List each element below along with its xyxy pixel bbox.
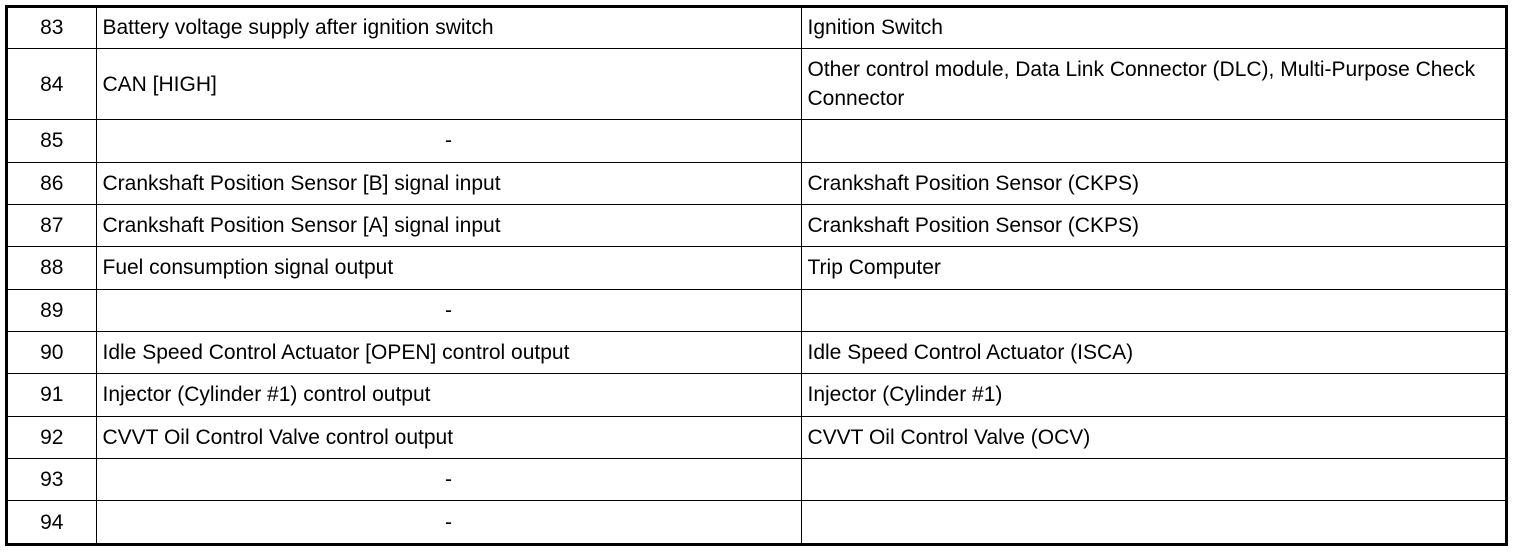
description-cell: Crankshaft Position Sensor [A] signal in… [95, 203, 802, 248]
description-cell: Idle Speed Control Actuator [OPEN] contr… [95, 330, 802, 375]
pin-number-cell: 85 [8, 119, 97, 163]
connection-cell: Ignition Switch [800, 8, 1505, 49]
description-cell: CVVT Oil Control Valve control output [95, 415, 802, 459]
description-cell: - [95, 500, 802, 543]
connection-cell [800, 119, 1505, 163]
pin-number-cell: 88 [8, 246, 97, 290]
pin-number-cell: 91 [8, 373, 97, 417]
table-row: 89 - [8, 288, 1505, 332]
table-row: 88 Fuel consumption signal output Trip C… [8, 246, 1505, 290]
connection-cell: Idle Speed Control Actuator (ISCA) [800, 330, 1505, 375]
description-cell: - [95, 288, 802, 332]
description-cell: CAN [HIGH] [95, 47, 802, 121]
description-cell: Crankshaft Position Sensor [B] signal in… [95, 161, 802, 205]
table-row: 87 Crankshaft Position Sensor [A] signal… [8, 203, 1505, 248]
pin-table: 83 Battery voltage supply after ignition… [8, 8, 1505, 543]
connection-cell: Trip Computer [800, 246, 1505, 290]
pin-number-cell: 86 [8, 161, 97, 205]
pin-number-cell: 92 [8, 415, 97, 459]
table-row: 91 Injector (Cylinder #1) control output… [8, 373, 1505, 417]
description-cell: Injector (Cylinder #1) control output [95, 373, 802, 417]
connection-cell [800, 288, 1505, 332]
table-row: 84 CAN [HIGH] Other control module, Data… [8, 47, 1505, 121]
pin-number-cell: 87 [8, 203, 97, 248]
table-row: 92 CVVT Oil Control Valve control output… [8, 415, 1505, 459]
pin-number-cell: 93 [8, 457, 97, 502]
connection-cell: Injector (Cylinder #1) [800, 373, 1505, 417]
description-cell: Fuel consumption signal output [95, 246, 802, 290]
table-row: 94 - [8, 500, 1505, 543]
table-row: 90 Idle Speed Control Actuator [OPEN] co… [8, 330, 1505, 375]
pin-number-cell: 89 [8, 288, 97, 332]
pin-number-cell: 83 [8, 8, 97, 49]
connection-cell [800, 457, 1505, 502]
connection-cell [800, 500, 1505, 543]
pin-number-cell: 84 [8, 47, 97, 121]
description-cell: Battery voltage supply after ignition sw… [95, 8, 802, 49]
table-row: 83 Battery voltage supply after ignition… [8, 8, 1505, 49]
connection-cell: Crankshaft Position Sensor (CKPS) [800, 203, 1505, 248]
pin-number-cell: 90 [8, 330, 97, 375]
table-row: 85 - [8, 119, 1505, 163]
table-row: 93 - [8, 457, 1505, 502]
connection-cell: Crankshaft Position Sensor (CKPS) [800, 161, 1505, 205]
pin-number-cell: 94 [8, 500, 97, 543]
connection-cell: Other control module, Data Link Connecto… [800, 47, 1505, 121]
table-row: 86 Crankshaft Position Sensor [B] signal… [8, 161, 1505, 205]
description-cell: - [95, 457, 802, 502]
description-cell: - [95, 119, 802, 163]
pin-table-frame: 83 Battery voltage supply after ignition… [5, 5, 1508, 546]
connection-cell: CVVT Oil Control Valve (OCV) [800, 415, 1505, 459]
